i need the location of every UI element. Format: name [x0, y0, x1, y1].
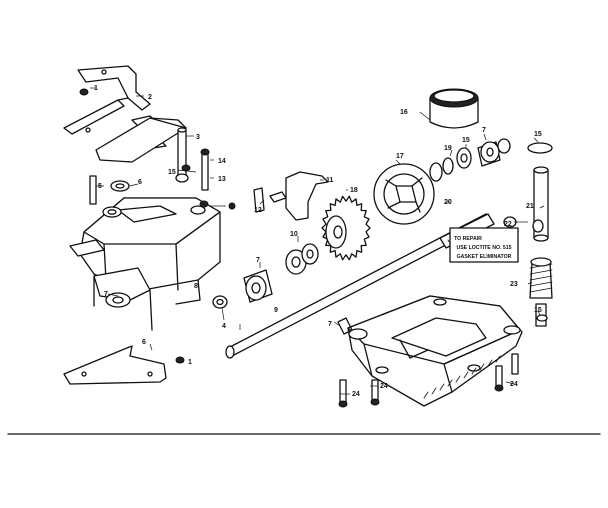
shift-fork — [269, 171, 329, 221]
callout-3: 3 — [196, 134, 200, 141]
callout-2: 2 — [148, 94, 152, 101]
callout-7: 7 — [256, 257, 260, 264]
clutch-hub — [373, 163, 435, 225]
callout-labels: 1 2 3 14 15 13 5 6 1 11 12 18 17 20 10 7… — [94, 85, 542, 398]
callout-24: 24 — [352, 391, 360, 398]
bevel-gear — [321, 195, 371, 261]
callout-23: 23 — [510, 281, 518, 288]
callout-19: 19 — [444, 145, 452, 152]
callout-24b: 24 — [380, 383, 388, 390]
callout-8: 8 — [194, 283, 198, 290]
callout-6: 6 — [138, 179, 142, 186]
callout-7c: 7 — [328, 321, 332, 328]
callout-7b: 7 — [104, 291, 108, 298]
upper-housing-cover — [95, 117, 187, 163]
callout-20: 20 — [444, 199, 452, 206]
bearing-sleeve — [429, 88, 479, 129]
callout-15b: 15 — [462, 137, 470, 144]
callout-6b: 6 — [142, 339, 146, 346]
callout-24c: 24 — [510, 381, 518, 388]
callout-10: 10 — [290, 231, 298, 238]
note-line-3: GASKET ELIMINATOR — [457, 254, 512, 260]
callout-21: 21 — [526, 203, 534, 210]
callout-14: 14 — [218, 158, 226, 165]
callout-17: 17 — [396, 153, 404, 160]
callout-7d: 7 — [482, 127, 486, 134]
callout-16: 16 — [400, 109, 408, 116]
callout-15d: 15 — [534, 307, 542, 314]
callout-13: 13 — [218, 176, 226, 183]
spring-washers — [429, 138, 511, 182]
callout-15: 15 — [168, 169, 176, 176]
callout-18: 18 — [350, 187, 358, 194]
callout-5: 5 — [98, 183, 102, 190]
callout-12: 12 — [254, 207, 262, 214]
callout-leaders — [90, 87, 545, 395]
key-pin — [253, 187, 265, 213]
callout-15c: 15 — [534, 131, 542, 138]
upper-housing — [69, 197, 221, 331]
pin-part — [79, 88, 210, 208]
callout-1c: 1 — [188, 359, 192, 366]
callout-4: 4 — [222, 323, 226, 330]
lower-housing — [337, 227, 523, 407]
callout-11: 11 — [326, 177, 334, 184]
worm-shaft — [527, 142, 553, 327]
callout-1b: 1 — [230, 203, 234, 210]
note-line-1: TO REPAIR — [454, 236, 482, 242]
callout-22: 22 — [504, 221, 512, 228]
bolt-set — [338, 353, 519, 408]
callout-9: 9 — [274, 307, 278, 314]
small-fasteners — [181, 164, 548, 322]
shift-plate — [63, 345, 185, 385]
note-line-2: USE LOCTITE NO. 515 — [456, 245, 511, 251]
washer-set — [212, 243, 319, 309]
repair-note: TO REPAIR USE LOCTITE NO. 515 GASKET ELI… — [454, 236, 512, 260]
callout-1: 1 — [94, 85, 98, 92]
